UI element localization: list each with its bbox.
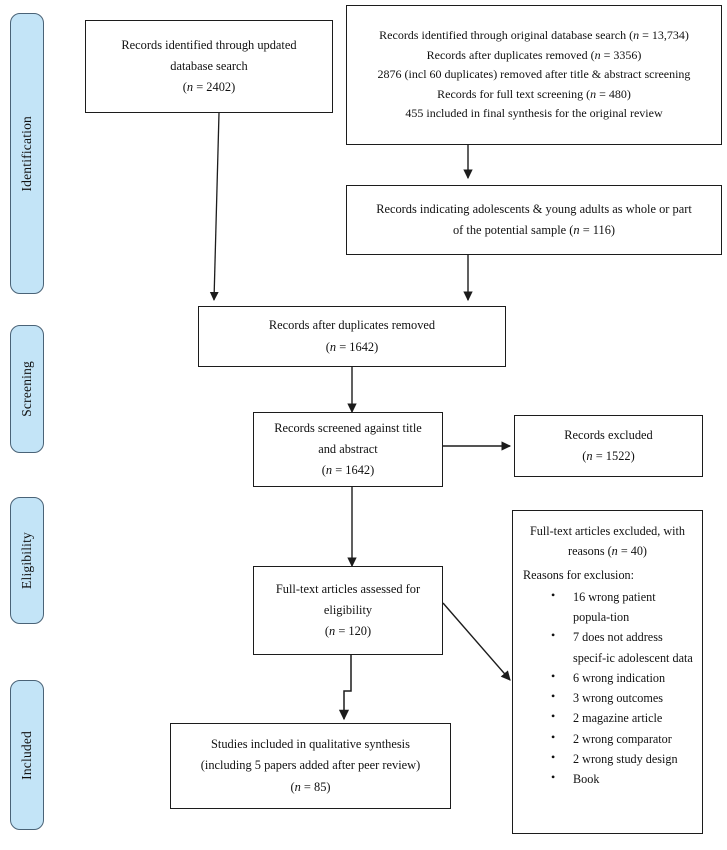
n-symbol: n — [633, 28, 640, 43]
list-item: 2 magazine article — [551, 707, 694, 728]
edge-fulltext-to-excluded — [442, 602, 511, 681]
list-item: 3 wrong outcomes — [551, 687, 694, 708]
n-symbol: n — [590, 86, 597, 101]
stage-label-included: Included — [19, 730, 34, 780]
stage-included: Included — [10, 680, 44, 830]
fulltext-excluded-head-line-1: Full-text articles excluded, with — [529, 524, 685, 538]
adolescents-line-2: of the potential sample (n = 116) — [452, 223, 616, 237]
list-item: 6 wrong indication — [551, 667, 694, 688]
stage-identification: Identification — [10, 13, 44, 294]
box-records-excluded: Records excluded (n = 1522) — [514, 415, 703, 477]
exclusion-reasons-list: 16 wrong patient popula-tion 7 does not … — [521, 586, 694, 790]
fulltext-assessed-line-1: Full-text articles assessed for — [275, 581, 421, 596]
box-fulltext-articles-excluded: Full-text articles excluded, with reason… — [512, 510, 703, 834]
n-symbol: n — [186, 80, 194, 95]
stage-eligibility: Eligibility — [10, 497, 44, 624]
n-symbol: n — [573, 223, 580, 237]
edge-updated-to-duplicates — [209, 112, 220, 302]
box-studies-included: Studies included in qualitative synthesi… — [170, 723, 451, 809]
n-symbol: n — [329, 339, 337, 354]
after-duplicates-line-1: Records after duplicates removed — [268, 318, 436, 333]
adolescents-line-1: Records indicating adolescents & young a… — [376, 201, 692, 216]
fulltext-assessed-line-2: eligibility — [323, 602, 373, 617]
list-item: 2 wrong study design — [551, 748, 694, 769]
screened-line-2: and abstract — [318, 441, 378, 456]
screened-line-1: Records screened against title — [274, 420, 422, 435]
n-symbol: n — [611, 544, 618, 559]
n-symbol: n — [329, 624, 336, 639]
records-excluded-count: (n = 1522) — [582, 449, 635, 463]
original-search-line-1: Records identified through original data… — [379, 28, 689, 43]
n-symbol: n — [294, 779, 301, 794]
n-symbol: n — [594, 47, 601, 62]
box-records-screened: Records screened against title and abstr… — [253, 412, 443, 487]
stage-label-screening: Screening — [19, 361, 34, 417]
list-item: 7 does not address specif-ic adolescent … — [551, 626, 694, 668]
n-symbol: n — [586, 449, 593, 463]
list-item: 16 wrong patient popula-tion — [551, 586, 694, 628]
box-original-database-search: Records identified through original data… — [346, 5, 722, 145]
included-studies-count: (n = 85) — [290, 779, 331, 794]
included-studies-line-1: Studies included in qualitative synthesi… — [211, 737, 410, 751]
updated-search-count: (n = 2402) — [182, 80, 236, 95]
original-search-line-4: Records for full text screening (n = 480… — [437, 86, 631, 101]
updated-search-line-1: Records identified through updated — [121, 37, 297, 52]
n-symbol: n — [325, 463, 333, 478]
stage-label-eligibility: Eligibility — [19, 532, 34, 589]
box-updated-database-search: Records identified through updated datab… — [85, 20, 333, 113]
fulltext-assessed-count: (n = 120) — [324, 624, 372, 639]
list-item: Book — [551, 768, 694, 789]
records-excluded-line-1: Records excluded — [564, 427, 653, 442]
included-studies-line-2: (including 5 papers added after peer rev… — [200, 758, 421, 773]
box-fulltext-articles-assessed: Full-text articles assessed for eligibil… — [253, 566, 443, 655]
reasons-for-exclusion-label: Reasons for exclusion: — [523, 567, 635, 582]
edge-fulltext-to-included — [338, 655, 352, 721]
stage-label-identification: Identification — [19, 115, 34, 192]
original-search-line-3: 2876 (incl 60 duplicates) removed after … — [377, 67, 691, 82]
original-search-line-2: Records after duplicates removed (n = 33… — [426, 47, 642, 62]
updated-search-line-2: database search — [170, 58, 248, 73]
screened-count: (n = 1642) — [321, 463, 375, 478]
original-search-line-5: 455 included in final synthesis for the … — [405, 106, 663, 121]
fulltext-excluded-head-line-2: reasons (n = 40) — [568, 544, 647, 559]
box-records-after-duplicates-removed: Records after duplicates removed (n = 16… — [198, 306, 506, 367]
list-item: 2 wrong comparator — [551, 727, 694, 749]
stage-screening: Screening — [10, 325, 44, 453]
box-adolescents-young-adults: Records indicating adolescents & young a… — [346, 185, 722, 255]
after-duplicates-count: (n = 1642) — [325, 339, 379, 354]
